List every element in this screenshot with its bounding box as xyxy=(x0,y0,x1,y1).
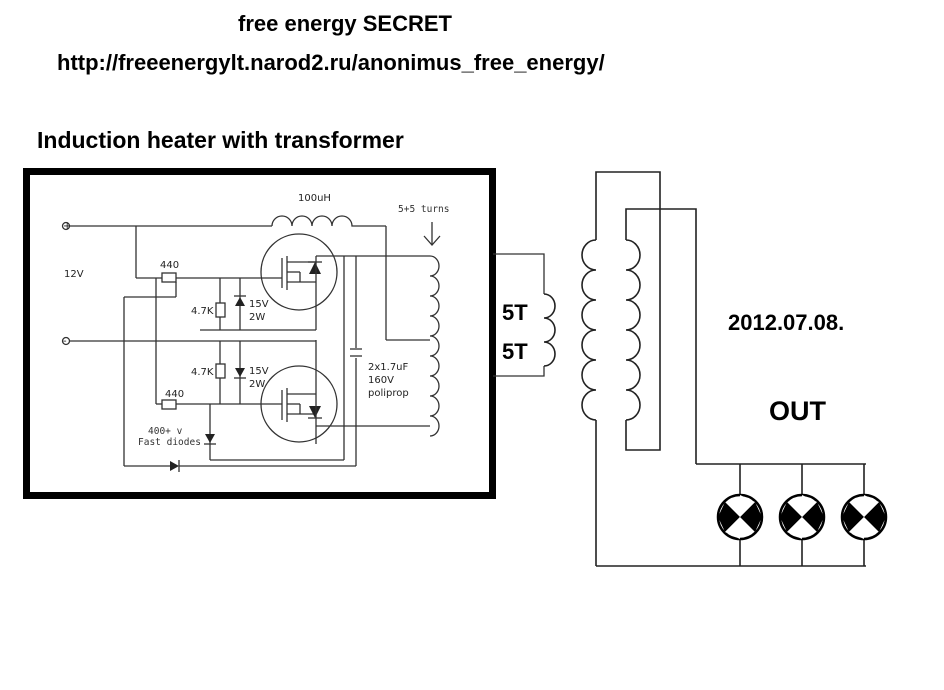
date-label: 2012.07.08. xyxy=(728,310,844,335)
resistor-440-top xyxy=(161,272,177,283)
secondary-winding xyxy=(581,239,597,421)
res-47k-bottom-label: 4.7K xyxy=(191,367,214,378)
cap-voltage: 160V xyxy=(368,375,394,386)
input-terminals: + - xyxy=(61,221,71,347)
resistor-440-bottom xyxy=(161,399,177,410)
resistor-4k7-bottom xyxy=(215,363,226,379)
cap-type: poliprop xyxy=(368,388,409,399)
lamp-3 xyxy=(840,493,888,541)
zener-bottom xyxy=(234,341,246,404)
svg-text:+: + xyxy=(63,221,71,232)
lamp-2 xyxy=(778,493,826,541)
cap-value: 2x1.7uF xyxy=(368,362,409,373)
res-440-top-label: 440 xyxy=(160,260,179,271)
primary-label-1: 5T xyxy=(502,300,528,325)
zener-top-watts: 2W xyxy=(249,312,265,323)
inductor-label: 100uH xyxy=(298,193,331,204)
drain-wiring xyxy=(70,255,430,460)
secondary-winding-2 xyxy=(625,239,641,421)
positive-rail xyxy=(70,225,272,279)
capacitor xyxy=(350,348,362,357)
svg-text:-: - xyxy=(63,336,67,347)
diodes-rating: 400+ v xyxy=(148,426,183,437)
diodes-type: Fast diodes xyxy=(138,437,201,448)
fast-diodes-wiring xyxy=(123,282,357,472)
source-url: http://freeenergylt.narod2.ru/anonimus_f… xyxy=(57,50,605,75)
zener-top-voltage: 15V xyxy=(249,299,269,310)
mosfet-top xyxy=(260,233,338,330)
page-title: free energy SECRET xyxy=(238,11,452,36)
work-coil xyxy=(429,255,440,437)
mosfet-bottom xyxy=(260,340,338,444)
resistor-4k7-top xyxy=(215,302,226,318)
lamp-1 xyxy=(716,493,764,541)
zener-bottom-watts: 2W xyxy=(249,379,265,390)
coil-arrow xyxy=(423,222,441,246)
output-bus xyxy=(596,463,866,567)
heater-frame xyxy=(23,168,496,499)
output-label: OUT xyxy=(769,396,827,426)
res-440-bottom-label: 440 xyxy=(165,389,184,400)
zener-top xyxy=(234,278,246,330)
inductor-100uh xyxy=(271,215,358,227)
supply-voltage-label: 12V xyxy=(64,269,84,280)
transformer-core xyxy=(595,171,697,566)
res-47k-top-label: 4.7K xyxy=(191,306,214,317)
primary-label-2: 5T xyxy=(502,339,528,364)
coil-turns-label: 5+5 turns xyxy=(398,204,449,215)
primary-winding xyxy=(543,293,556,367)
primary-leads xyxy=(493,253,545,377)
zener-bottom-voltage: 15V xyxy=(249,366,269,377)
section-title: Induction heater with transformer xyxy=(37,127,404,153)
